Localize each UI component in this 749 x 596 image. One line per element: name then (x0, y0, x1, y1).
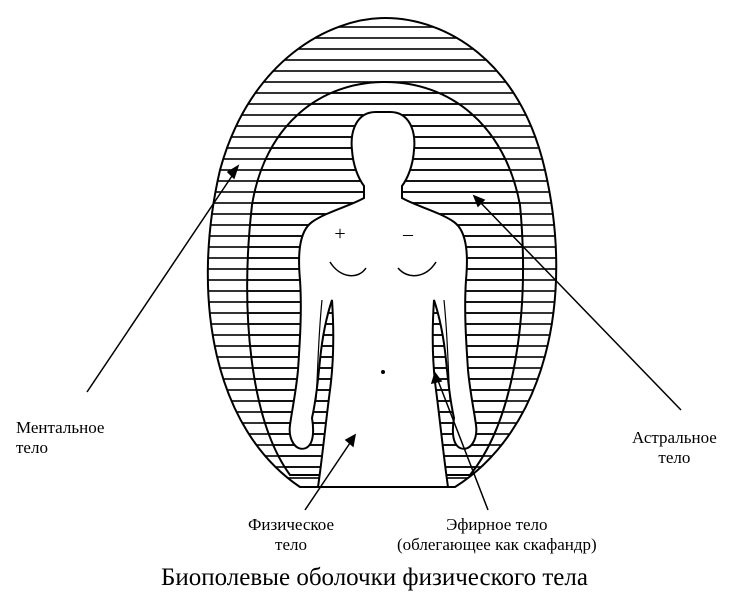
navel (381, 370, 385, 374)
label-etheric-body: Эфирное тело (облегающее как скафандр) (397, 515, 597, 555)
label-physical-body: Физическое тело (248, 515, 334, 555)
label-mental-body: Ментальное тело (16, 418, 104, 458)
diagram-caption: Биополевые оболочки физического тела (0, 563, 749, 593)
minus-sign: – (402, 223, 414, 245)
label-astral-body: Астральное тело (632, 428, 717, 468)
plus-sign: + (334, 223, 345, 245)
